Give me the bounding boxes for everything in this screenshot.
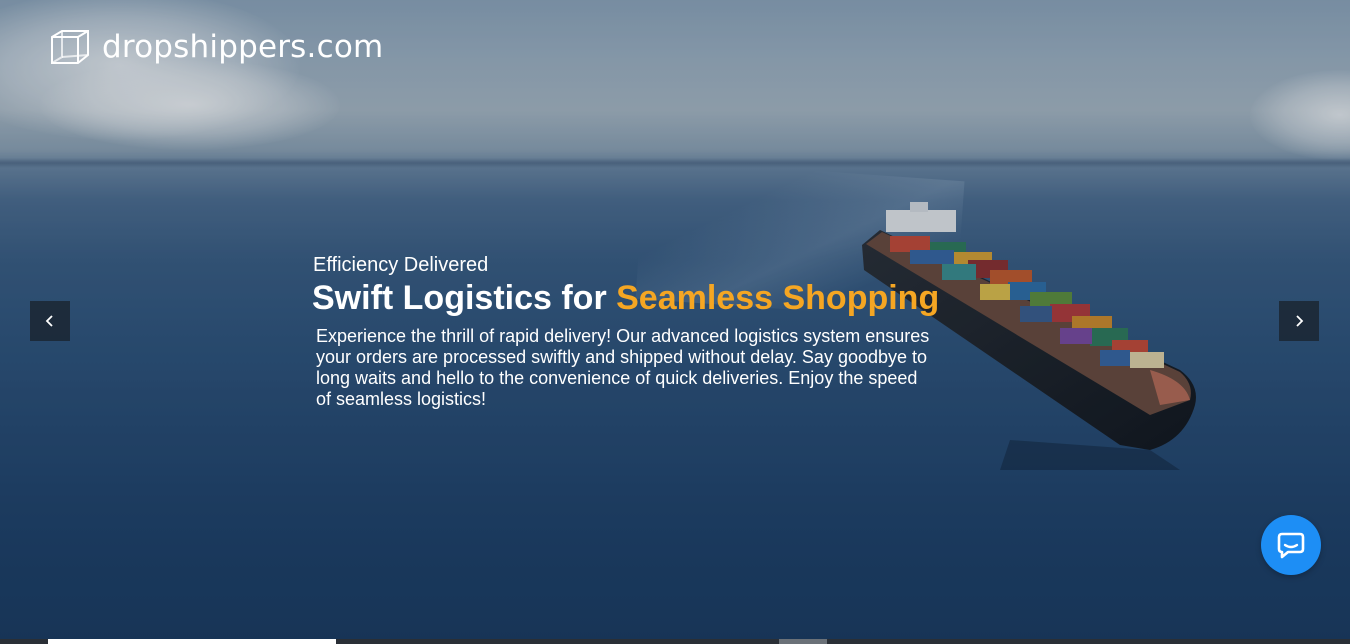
chat-widget-button[interactable] bbox=[1261, 515, 1321, 575]
next-slide-button[interactable] bbox=[1279, 301, 1319, 341]
brand-name: dropshippers.com bbox=[102, 29, 384, 65]
headline-main: Swift Logistics for bbox=[312, 279, 617, 317]
chat-bubble-icon bbox=[1277, 532, 1305, 559]
chevron-left-icon bbox=[45, 315, 53, 327]
progress-secondary-segment bbox=[779, 639, 827, 644]
slide-description: Experience the thrill of rapid delivery!… bbox=[316, 326, 930, 409]
prev-slide-button[interactable] bbox=[30, 301, 70, 341]
chevron-right-icon bbox=[1296, 315, 1304, 327]
site-logo[interactable]: dropshippers.com bbox=[50, 28, 383, 66]
headline-accent: Seamless Shopping bbox=[616, 279, 940, 317]
container-ship-image bbox=[862, 202, 1196, 470]
cloud-left-low bbox=[40, 60, 340, 150]
slide-progress-bar bbox=[0, 639, 1350, 644]
progress-active-segment bbox=[48, 639, 336, 644]
slide-eyebrow: Efficiency Delivered bbox=[313, 254, 489, 276]
horizon-line bbox=[0, 158, 1350, 168]
cube-outline-icon bbox=[51, 30, 89, 64]
slide-headline: Swift Logistics for Seamless Shopping bbox=[312, 279, 939, 318]
